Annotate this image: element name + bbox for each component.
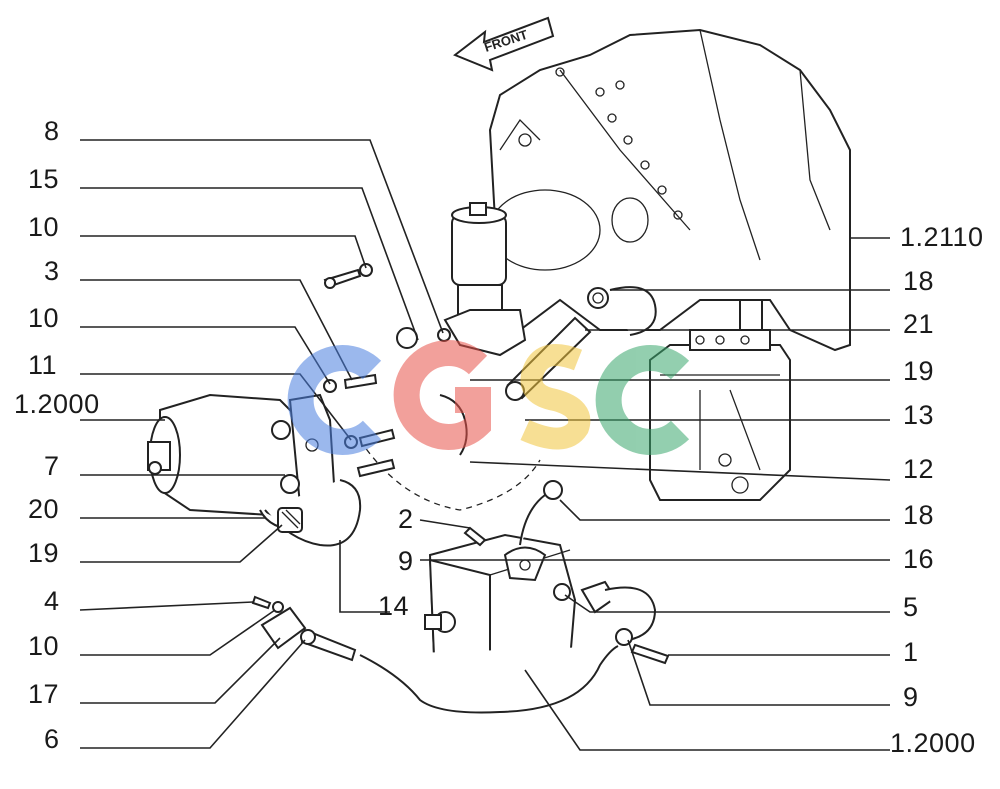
callout-10-a: 10 (28, 212, 59, 242)
callout-1: 1 (903, 637, 919, 667)
injection-pump (649, 299, 791, 501)
callout-12: 12 (903, 454, 934, 484)
callout-17: 17 (28, 679, 59, 709)
callout-13: 13 (903, 400, 934, 430)
callout-2: 2 (398, 504, 414, 534)
callout-1-2000-right: 1.2000 (890, 728, 976, 758)
callout-1-2000-left: 1.2000 (14, 389, 100, 419)
hydraulic-pump-left (147, 393, 337, 517)
callout-9-right: 9 (903, 682, 919, 712)
callout-labels-center: 2 9 14 (378, 504, 414, 621)
callout-5: 5 (903, 592, 919, 622)
callout-9-center: 9 (398, 546, 414, 576)
callout-1-2110: 1.2110 (900, 222, 984, 252)
callout-19-right: 19 (903, 356, 934, 386)
callout-8: 8 (44, 116, 60, 146)
callout-19-left: 19 (28, 538, 59, 568)
callout-10-b: 10 (28, 303, 59, 333)
fasteners (251, 263, 670, 665)
front-arrow: FRONT (453, 16, 555, 72)
callout-14: 14 (378, 591, 409, 621)
watermark-logo (287, 340, 690, 455)
callout-labels-left: 8 15 10 3 10 11 1.2000 7 20 19 4 10 17 6 (14, 116, 100, 754)
callout-16: 16 (903, 544, 934, 574)
callout-3: 3 (44, 256, 60, 286)
callout-11: 11 (28, 350, 57, 380)
callout-18-upper: 18 (903, 266, 934, 296)
callout-15: 15 (28, 164, 59, 194)
housing-bolts (555, 67, 683, 220)
callout-labels-right: 1.2110 18 21 19 13 12 18 16 5 1 9 1.2000 (890, 222, 984, 758)
suction-hose (260, 606, 619, 714)
callout-18-lower: 18 (903, 500, 934, 530)
callout-10-c: 10 (28, 631, 59, 661)
callout-6: 6 (44, 724, 60, 754)
callout-21: 21 (903, 309, 934, 339)
transmission-housing (488, 28, 851, 352)
leader-lines (79, 139, 891, 751)
callout-7: 7 (44, 451, 60, 481)
callout-20: 20 (28, 494, 59, 524)
callout-4: 4 (44, 586, 60, 616)
